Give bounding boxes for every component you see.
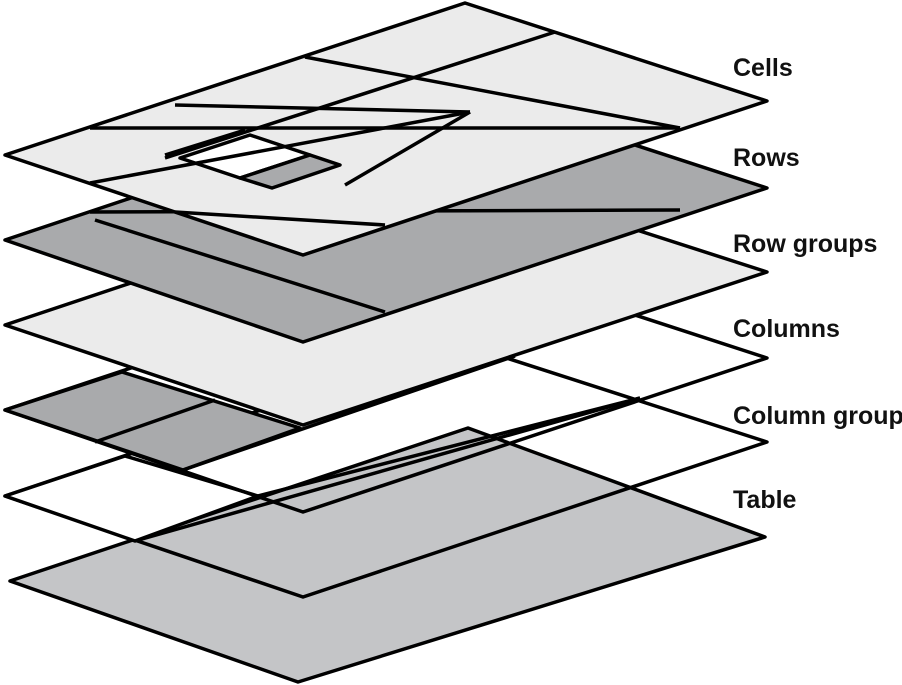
column-divider-1 [94,398,216,444]
row-divider-2 [94,218,386,314]
layer-cells [3,1,769,257]
column-group-divider [134,396,641,543]
label-row-groups: Row groups [733,230,877,258]
column-divider-3 [257,396,641,498]
label-column-groups: Column groups [733,402,902,430]
cell-col-line-5 [344,110,471,187]
layer-table [8,426,767,684]
cell-row-line-2 [164,30,556,160]
cell-dark [238,153,342,190]
label-rows: Rows [733,144,800,172]
cell-col-line-3 [174,210,386,227]
label-columns: Columns [733,315,840,343]
cell-col-line-1 [164,128,246,157]
label-table: Table [733,486,797,514]
layer-labels: Cells Rows Row groups Columns Column gro… [733,54,902,514]
table-plane [8,426,767,684]
cell-row-line-3 [89,110,471,185]
cell-col-line-2 [174,103,471,114]
label-cells: Cells [733,54,793,82]
cell-col-line-4 [304,55,681,130]
